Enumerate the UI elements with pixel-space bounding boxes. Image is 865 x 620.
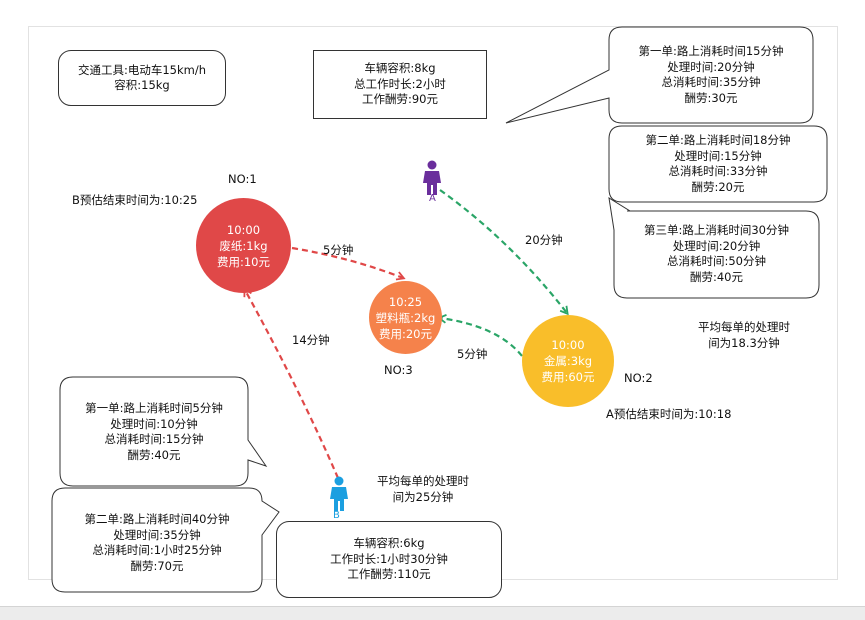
node-id-label: NO:2 <box>624 371 653 385</box>
order-line: 处理时间:10分钟 <box>110 416 198 431</box>
node-item: 金属:3kg <box>543 354 593 368</box>
order-line: 第一单:路上消耗时间15分钟 <box>638 44 784 58</box>
order-line: 总消耗时间:33分钟 <box>668 164 768 178</box>
bubble-a-order2-text: 第二单:路上消耗时间18分钟 处理时间:15分钟 总消耗时间:33分钟 酬劳:2… <box>609 133 827 195</box>
courier-b-pay: 工作酬劳:110元 <box>347 567 431 582</box>
edge-label: 5分钟 <box>457 347 488 361</box>
node-no3-circle: 10:25 塑料瓶:2kg 费用:20元 <box>369 281 442 354</box>
order-line: 酬劳:40元 <box>127 447 181 462</box>
order-line: 第二单:路上消耗时间40分钟 <box>84 512 230 526</box>
avg-line: 平均每单的处理时 <box>377 474 469 488</box>
courier-a-eta: A预估结束时间为:10:18 <box>606 407 732 421</box>
courier-b-label: B <box>333 510 340 521</box>
bubble-b-order1 <box>59 376 268 487</box>
node-id-label: NO:1 <box>228 172 257 186</box>
order-line: 总消耗时间:35分钟 <box>661 75 761 89</box>
order-line: 酬劳:20元 <box>691 179 745 194</box>
node-item: 塑料瓶:2kg <box>375 310 436 325</box>
vehicle-info-line: 交通工具:电动车15km/h <box>77 62 207 77</box>
order-line: 第一单:路上消耗时间5分钟 <box>85 401 223 415</box>
node-fee: 费用:20元 <box>378 326 432 341</box>
order-line: 酬劳:30元 <box>684 90 738 105</box>
courier-b-capacity: 车辆容积:6kg <box>353 536 425 551</box>
node-item: 废纸:1kg <box>219 238 268 253</box>
order-line: 酬劳:40元 <box>689 269 743 284</box>
edge-label: 14分钟 <box>292 333 330 347</box>
courier-a-avg: 平均每单的处理时 间为18.3分钟 <box>686 320 802 351</box>
bubble-a-order1 <box>505 26 814 124</box>
edge-no2-to-no3 <box>437 314 523 357</box>
courier-b-person-icon <box>330 476 348 511</box>
courier-b-summary-box: 车辆容积:6kg 工作时长:1小时30分钟 工作酬劳:110元 <box>276 521 502 598</box>
vehicle-info-box: 交通工具:电动车15km/h 容积:15kg <box>58 50 226 106</box>
bubble-b-order2-text: 第二单:路上消耗时间40分钟 处理时间:35分钟 总消耗时间:1小时25分钟 酬… <box>52 512 262 574</box>
order-line: 处理时间:35分钟 <box>113 527 201 542</box>
node-time: 10:00 <box>226 222 261 237</box>
horizontal-scrollbar[interactable] <box>0 606 865 620</box>
order-line: 总消耗时间:50分钟 <box>666 254 766 268</box>
order-line: 总消耗时间:1小时25分钟 <box>92 543 222 557</box>
order-line: 酬劳:70元 <box>130 558 184 573</box>
node-no1-circle: 10:00 废纸:1kg 费用:10元 <box>196 198 291 293</box>
node-fee: 费用:10元 <box>216 254 270 269</box>
courier-a-work-hours: 总工作时长:2小时 <box>354 76 446 91</box>
courier-b-work-hours: 工作时长:1小时30分钟 <box>330 551 448 566</box>
node-id-label: NO:3 <box>384 363 413 377</box>
avg-line: 间为18.3分钟 <box>708 335 780 350</box>
order-line: 总消耗时间:15分钟 <box>104 432 204 446</box>
bubble-b-order2 <box>51 487 280 593</box>
order-line: 处理时间:20分钟 <box>672 238 761 253</box>
vehicle-info-line: 容积:15kg <box>114 78 170 92</box>
order-line: 处理时间:20分钟 <box>667 59 755 74</box>
courier-a-summary-box: 车辆容积:8kg 总工作时长:2小时 工作酬劳:90元 <box>313 50 487 119</box>
edge-label: 20分钟 <box>525 233 563 247</box>
edge-b-to-no1 <box>243 287 340 479</box>
bubble-a-order3 <box>608 197 820 299</box>
courier-b-avg: 平均每单的处理时 间为25分钟 <box>364 474 482 505</box>
node-time: 10:00 <box>551 338 585 352</box>
node-no2-circle: 10:00 金属:3kg 费用:60元 <box>522 315 614 407</box>
courier-a-label: A <box>429 193 436 204</box>
bubble-a-order2 <box>608 125 828 203</box>
avg-line: 平均每单的处理时 <box>698 320 790 334</box>
courier-a-person-icon <box>423 160 441 195</box>
order-line: 处理时间:15分钟 <box>674 148 762 163</box>
order-line: 第三单:路上消耗时间30分钟 <box>643 223 789 237</box>
bubble-b-order1-text: 第一单:路上消耗时间5分钟 处理时间:10分钟 总消耗时间:15分钟 酬劳:40… <box>60 401 248 463</box>
edge-no1-to-no3 <box>291 246 406 281</box>
bubble-a-order1-text: 第一单:路上消耗时间15分钟 处理时间:20分钟 总消耗时间:35分钟 酬劳:3… <box>609 44 813 106</box>
courier-b-eta: B预估结束时间为:10:25 <box>72 193 198 207</box>
edge-label: 5分钟 <box>323 243 354 257</box>
node-time: 10:25 <box>388 294 423 309</box>
order-line: 第二单:路上消耗时间18分钟 <box>645 133 791 147</box>
bubble-a-order3-text: 第三单:路上消耗时间30分钟 处理时间:20分钟 总消耗时间:50分钟 酬劳:4… <box>614 223 819 285</box>
courier-a-capacity: 车辆容积:8kg <box>364 61 436 76</box>
edge-a-to-no2 <box>439 189 569 316</box>
avg-line: 间为25分钟 <box>392 489 454 504</box>
node-fee: 费用:60元 <box>541 370 595 384</box>
courier-a-pay: 工作酬劳:90元 <box>361 92 438 107</box>
